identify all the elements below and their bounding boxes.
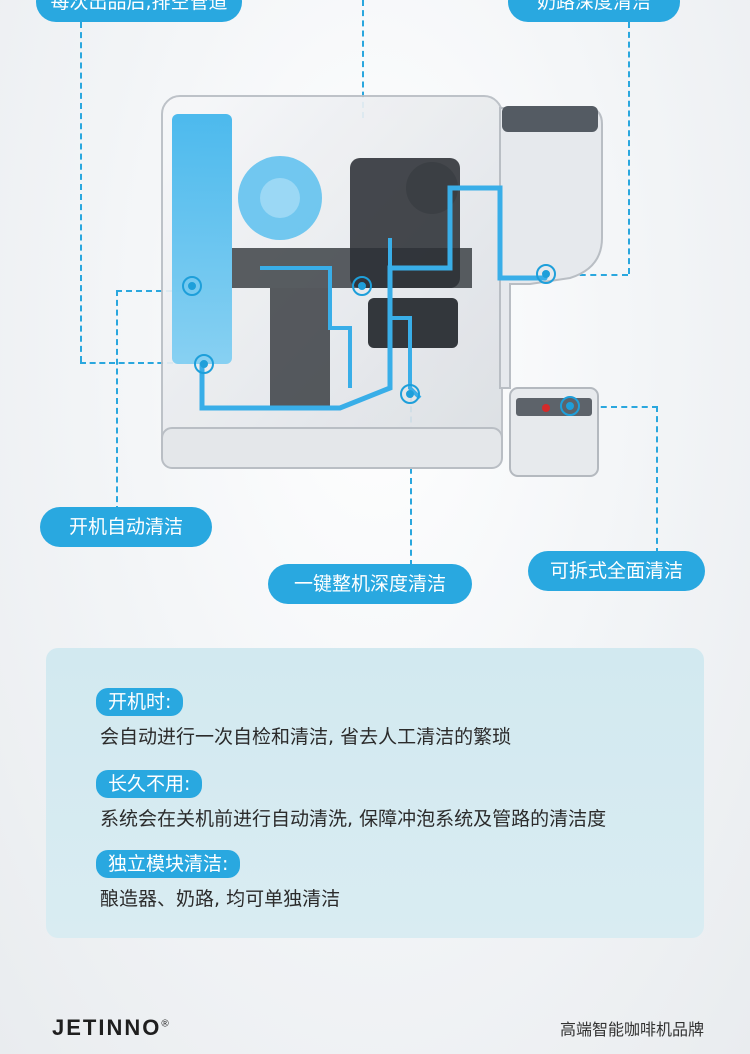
leader-line — [410, 396, 412, 566]
brand-logo: JETINNO® — [52, 1015, 171, 1041]
info-text-startup: 会自动进行一次自检和清洁, 省去人工清洁的繁琐 — [100, 726, 512, 748]
callout-removable-clean: 可拆式全面清洁 — [528, 551, 705, 591]
info-tag-startup: 开机时: — [96, 688, 184, 716]
callout-drain-pipes: 每次出品后,排空管道 — [36, 0, 242, 22]
leader-line — [548, 274, 628, 276]
info-tag-idle: 长久不用: — [96, 770, 203, 798]
info-card: 开机时: 会自动进行一次自检和清洁, 省去人工清洁的繁琐 长久不用: 系统会在关… — [46, 648, 704, 938]
callout-deep-clean: 一键整机深度清洁 — [268, 564, 472, 604]
target-marker-icon — [182, 264, 580, 416]
leader-line — [80, 22, 82, 362]
brand-name: JETINNO — [52, 1015, 162, 1040]
leader-line — [116, 290, 118, 512]
leader-line — [570, 406, 658, 408]
leader-line — [362, 0, 364, 118]
leader-line — [80, 362, 202, 364]
info-text-module: 酿造器、奶路, 均可单独清洁 — [100, 888, 341, 910]
registered-mark: ® — [161, 1018, 171, 1030]
info-text-idle: 系统会在关机前进行自动清洗, 保障冲泡系统及管路的清洁度 — [100, 808, 607, 830]
leader-line — [116, 290, 192, 292]
brand-slogan: 高端智能咖啡机品牌 — [559, 1020, 704, 1039]
leader-line — [628, 22, 630, 274]
callout-startup-clean: 开机自动清洁 — [40, 507, 212, 547]
info-tag-module: 独立模块清洁: — [96, 850, 241, 878]
coffee-machine-illustration — [161, 95, 603, 477]
callout-milk-clean: 奶路深度清洁 — [508, 0, 680, 22]
leader-line — [656, 406, 658, 554]
